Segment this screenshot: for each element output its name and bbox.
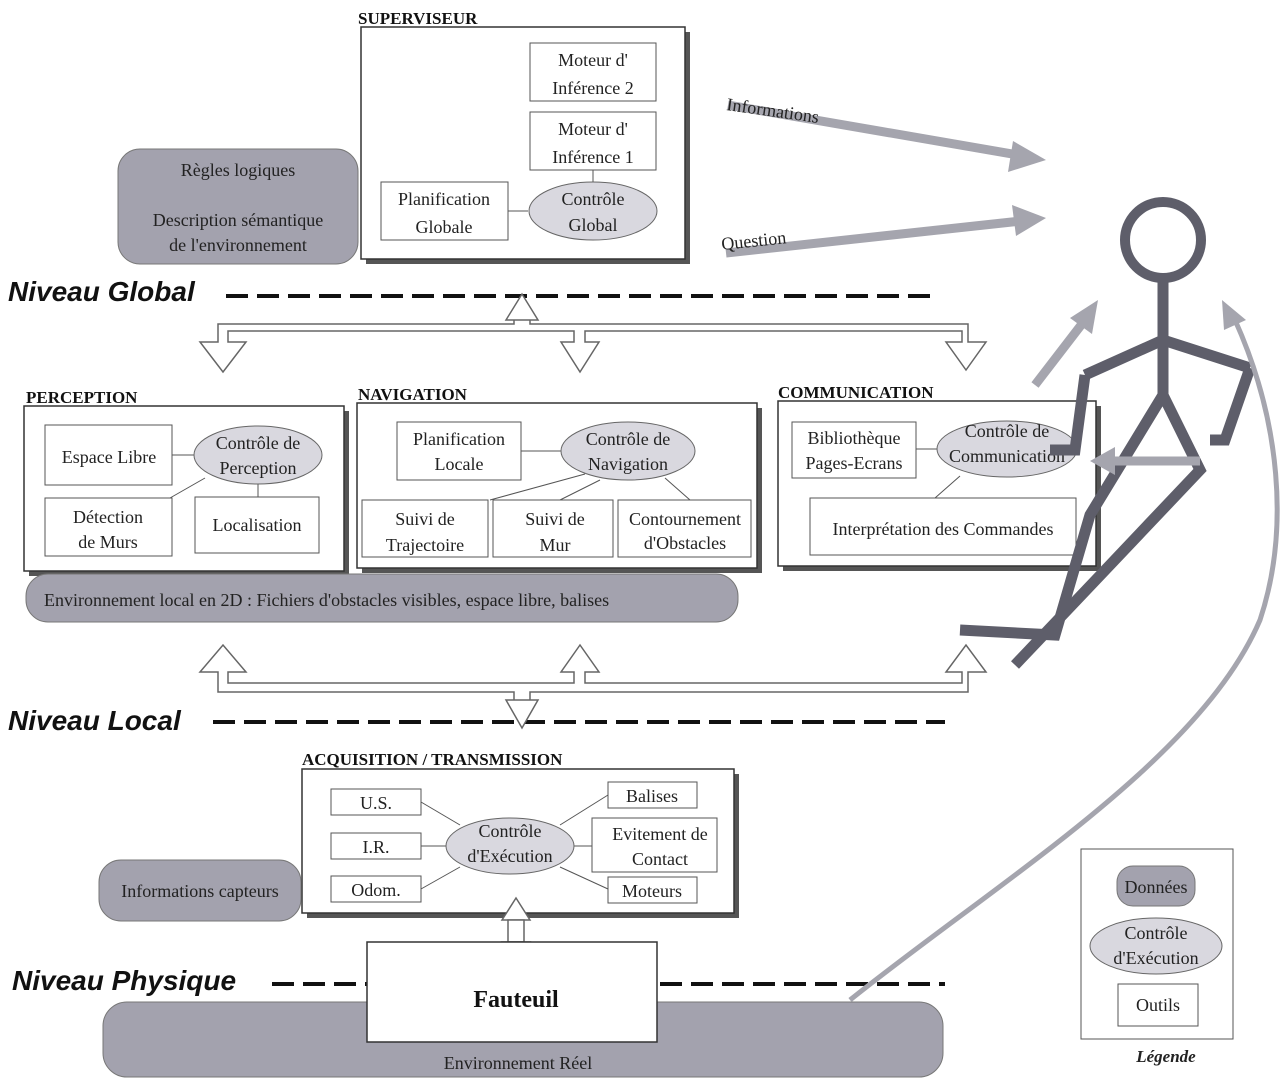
localisation-box — [194, 496, 320, 554]
legend-controle-line1: Contrôle — [1125, 923, 1188, 943]
moteurs-label: Moteurs — [622, 881, 682, 901]
suivi-trajectoire-box — [361, 499, 489, 558]
controle-execution-line2: d'Exécution — [467, 846, 552, 866]
controle-communication-line1: Contrôle de — [965, 421, 1049, 441]
controle-execution-line1: Contrôle — [479, 821, 542, 841]
moteur2-line1: Moteur d' — [558, 50, 628, 70]
question-arrow — [725, 215, 1031, 258]
controle-execution-ellipse — [445, 817, 575, 875]
perception-title: PERCEPTION — [26, 388, 138, 407]
planification-globale-box — [380, 181, 509, 241]
evitement-box — [591, 817, 718, 873]
legend-donnees-label: Données — [1125, 877, 1188, 897]
contournement-box — [617, 499, 752, 558]
evitement-line2: Contact — [632, 849, 688, 869]
informations-capteurs-label: Informations capteurs — [121, 881, 278, 901]
legend-outils-label: Outils — [1136, 995, 1180, 1015]
moteur1-line2: Inférence 1 — [552, 147, 633, 167]
communication-title: COMMUNICATION — [778, 383, 934, 402]
legend-controle-line2: d'Exécution — [1113, 948, 1198, 968]
acquisition-title: ACQUISITION / TRANSMISSION — [302, 750, 563, 769]
detection-line1: Détection — [73, 507, 143, 527]
suivi-traj-line1: Suivi de — [395, 509, 455, 529]
level-physique-label: Niveau Physique — [12, 965, 236, 996]
hollow-arrows-bottom — [198, 643, 988, 730]
controle-navigation-line2: Navigation — [588, 454, 668, 474]
controle-navigation-ellipse — [560, 421, 696, 481]
legend-donnees-swatch — [1116, 865, 1196, 907]
us-label: U.S. — [360, 793, 392, 813]
controle-global-line1: Contrôle — [562, 189, 625, 209]
legend-controle-swatch — [1089, 917, 1223, 975]
navigation-title: NAVIGATION — [358, 385, 468, 404]
level-local-label: Niveau Local — [8, 705, 182, 736]
level-global-label: Niveau Global — [8, 276, 196, 307]
controle-global-ellipse — [528, 181, 658, 241]
contournement-line2: d'Obstacles — [644, 533, 726, 553]
planif-locale-line2: Locale — [435, 454, 484, 474]
moteur1-line1: Moteur d' — [558, 119, 628, 139]
fauteuil-label: Fauteuil — [473, 987, 559, 1013]
espace-libre-label: Espace Libre — [62, 447, 156, 467]
informations-arrow — [727, 100, 1031, 162]
us-box — [330, 788, 422, 816]
localisation-label: Localisation — [213, 515, 302, 535]
environnement-local-label: Environnement local en 2D : Fichiers d'o… — [44, 590, 609, 610]
moteurs-box — [607, 876, 698, 904]
detection-line2: de Murs — [78, 532, 138, 552]
environnement-reel-label: Environnement Réel — [444, 1053, 592, 1073]
informations-capteurs-data — [98, 859, 302, 922]
moteur-inference-1-box — [529, 111, 657, 171]
moteur2-line2: Inférence 2 — [552, 78, 633, 98]
odom-label: Odom. — [351, 880, 401, 900]
bibliotheque-box — [791, 421, 917, 479]
level-lines — [213, 294, 945, 986]
planif-locale-line1: Planification — [413, 429, 505, 449]
fauteuil-box — [366, 941, 658, 1043]
controle-perception-ellipse — [193, 425, 323, 485]
controle-navigation-line1: Contrôle de — [586, 429, 670, 449]
informations-label: Informations — [725, 94, 820, 127]
bibliotheque-line2: Pages-Ecrans — [806, 453, 903, 473]
planification-locale-box — [396, 421, 522, 481]
planif-globale-line2: Globale — [416, 217, 473, 237]
controle-global-line2: Global — [569, 215, 618, 235]
moteur-inference-2-box — [529, 42, 657, 102]
controle-perception-line2: Perception — [220, 458, 297, 478]
feedback-curve-arrow — [848, 318, 1280, 1002]
balises-label: Balises — [626, 786, 678, 806]
legend-outils-swatch — [1117, 983, 1199, 1027]
legend-caption: Légende — [1135, 1047, 1196, 1066]
suivi-mur-line2: Mur — [540, 535, 571, 555]
planif-globale-line1: Planification — [398, 189, 490, 209]
user-figure — [959, 197, 1256, 669]
bibliotheque-line1: Bibliothèque — [808, 428, 901, 448]
superviseur-title: SUPERVISEUR — [358, 9, 478, 28]
controle-communication-line2: Communication — [949, 446, 1065, 466]
ir-label: I.R. — [363, 837, 390, 857]
controle-perception-line1: Contrôle de — [216, 433, 300, 453]
regles-line2: Description sémantique — [153, 210, 323, 230]
evitement-line1: Evitement de — [612, 824, 707, 844]
interpretation-box — [809, 497, 1077, 556]
regles-line3: de l'environnement — [169, 235, 307, 255]
interpretation-label: Interprétation des Commandes — [833, 519, 1054, 539]
suivi-mur-box — [492, 499, 614, 558]
suivi-mur-line1: Suivi de — [525, 509, 585, 529]
regles-line1: Règles logiques — [181, 160, 296, 180]
contournement-line1: Contournement — [629, 509, 741, 529]
hollow-arrows-top — [198, 292, 988, 374]
regles-logiques-data — [117, 148, 359, 265]
balises-box — [607, 781, 698, 809]
detection-murs-box — [44, 497, 173, 557]
espace-libre-box — [44, 424, 173, 486]
environnement-local-data — [25, 573, 739, 623]
suivi-traj-line2: Trajectoire — [386, 535, 464, 555]
